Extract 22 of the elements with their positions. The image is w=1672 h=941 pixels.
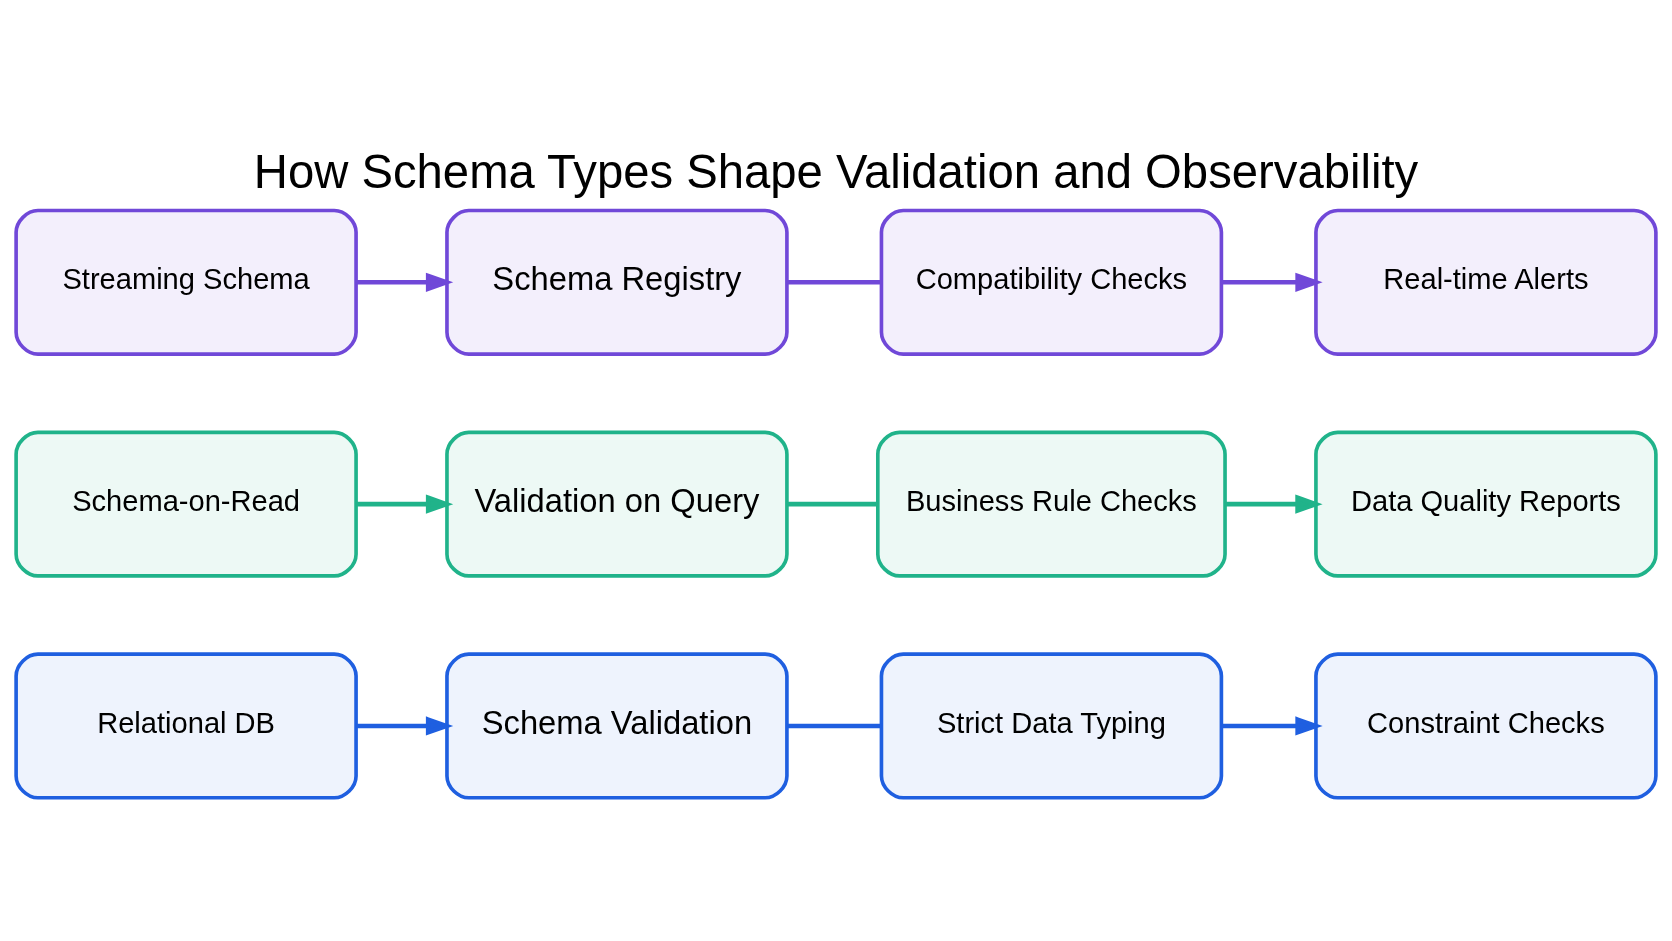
connector (787, 501, 878, 507)
node-box: Real-time Alerts (1314, 208, 1658, 356)
node-box: Compatibility Checks (879, 208, 1224, 356)
node-box: Data Quality Reports (1314, 430, 1658, 578)
node-box: Schema-on-Read (14, 430, 358, 578)
node-box: Validation on Query (445, 430, 789, 578)
node-box: Strict Data Typing (879, 652, 1224, 800)
node-box: Streaming Schema (14, 208, 358, 356)
node-box: Constraint Checks (1314, 652, 1658, 800)
node-box: Schema Registry (445, 208, 789, 356)
node-box: Schema Validation (445, 652, 789, 800)
arrow (356, 716, 454, 736)
arrow (356, 272, 454, 292)
node-box: Business Rule Checks (876, 430, 1227, 578)
connector (787, 723, 882, 729)
connector (787, 280, 882, 285)
arrow (1225, 494, 1323, 514)
arrow (1221, 716, 1323, 736)
arrow (1221, 272, 1323, 292)
diagram-title: How Schema Types Shape Validation and Observability (253, 145, 1419, 199)
arrow (356, 494, 454, 514)
node-box: Relational DB (14, 652, 358, 800)
